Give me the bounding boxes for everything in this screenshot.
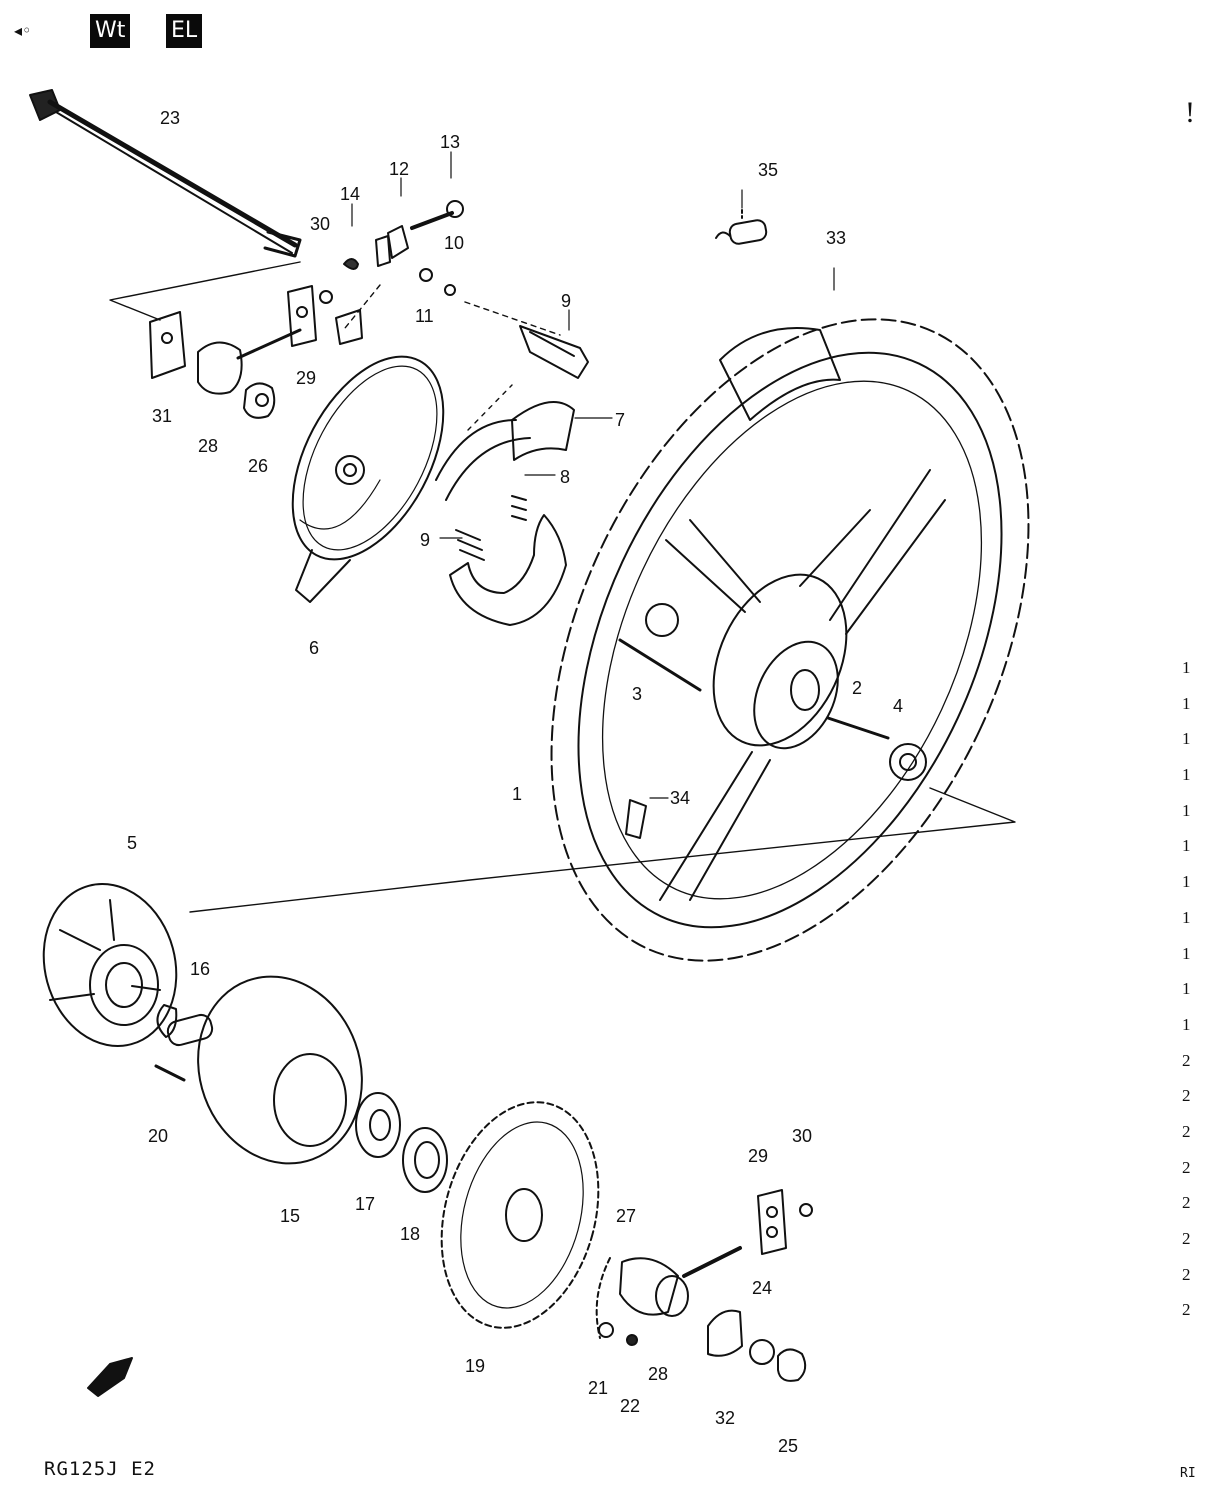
header-mark: ◂◦ <box>14 21 32 40</box>
valve-drawing <box>715 209 768 245</box>
callout-29b: 29 <box>748 1146 768 1166</box>
header-el-box: EL <box>166 14 203 48</box>
callout-1: 1 <box>512 784 522 804</box>
callout-19: 19 <box>465 1356 485 1376</box>
callout-23: 23 <box>160 108 180 128</box>
margin-qty: 2 <box>1182 1050 1191 1070</box>
margin-qty: 2 <box>1182 1300 1191 1320</box>
callout-8: 8 <box>560 467 570 487</box>
brake-panel-drawing <box>291 355 445 603</box>
margin-qty: 1 <box>1182 943 1191 963</box>
margin-qty: 1 <box>1182 907 1191 927</box>
callout-17: 17 <box>355 1194 375 1214</box>
callout-24: 24 <box>752 1278 772 1298</box>
callout-leaders <box>351 151 835 799</box>
callout-15: 15 <box>280 1206 300 1226</box>
margin-qty: 1 <box>1182 765 1191 785</box>
callout-21: 21 <box>588 1378 608 1398</box>
callout-28b: 28 <box>648 1364 668 1384</box>
margin-qty: 1 <box>1182 836 1191 856</box>
callout-35: 35 <box>758 160 778 180</box>
margin-qty: 2 <box>1182 1086 1191 1106</box>
callout-34: 34 <box>670 788 690 808</box>
callout-9b: 9 <box>420 530 430 550</box>
callout-14: 14 <box>340 184 360 204</box>
callout-4: 4 <box>893 696 903 716</box>
rear-axle-drawing <box>29 89 302 258</box>
callout-3: 3 <box>632 684 642 704</box>
callout-26: 26 <box>248 456 268 476</box>
margin-qty: 2 <box>1182 1264 1191 1284</box>
callout-labels: 23 13 12 14 30 10 11 9 35 33 31 29 28 26… <box>127 108 903 1456</box>
hub-damper-drawing <box>42 883 178 1047</box>
callout-7: 7 <box>615 410 625 430</box>
model-code: RG125J E2 <box>44 1458 156 1480</box>
callout-2: 2 <box>852 678 862 698</box>
callout-31: 31 <box>152 406 172 426</box>
callout-18: 18 <box>400 1224 420 1244</box>
callout-12: 12 <box>389 159 409 179</box>
sprocket-drawing <box>440 1101 600 1329</box>
callout-27: 27 <box>616 1206 636 1226</box>
margin-note: ! <box>1185 96 1195 129</box>
callout-25: 25 <box>778 1436 798 1456</box>
front-direction-arrow-icon <box>87 1357 133 1397</box>
margin-qty: 1 <box>1182 693 1191 713</box>
margin-qty: 1 <box>1182 1014 1191 1034</box>
callout-22: 22 <box>620 1396 640 1416</box>
header-wt-box: Wt <box>90 14 131 48</box>
margin-qty: 2 <box>1182 1121 1191 1141</box>
callout-32: 32 <box>715 1408 735 1428</box>
callout-5: 5 <box>127 833 137 853</box>
callout-28: 28 <box>198 436 218 456</box>
callout-9: 9 <box>561 291 571 311</box>
margin-qty: 1 <box>1182 729 1191 749</box>
bearing-and-seal-drawing <box>355 1092 448 1193</box>
brake-shoes-drawing <box>435 401 575 626</box>
callout-29: 29 <box>296 368 316 388</box>
margin-quantity-column: 1 1 1 1 1 1 1 1 1 1 1 2 2 2 2 2 2 2 2 <box>1182 650 1206 1328</box>
callout-11: 11 <box>415 306 434 326</box>
sprocket-drum-drawing <box>154 975 363 1165</box>
callout-20: 20 <box>148 1126 168 1146</box>
callout-30: 30 <box>310 214 330 234</box>
chain-adjuster-left-drawing <box>149 200 464 419</box>
margin-qty: 1 <box>1182 872 1191 892</box>
margin-qty: 2 <box>1182 1229 1191 1248</box>
margin-qty: 1 <box>1182 658 1191 677</box>
rear-wheel-drawing <box>550 318 1030 962</box>
explode-guide-lines <box>109 261 1016 913</box>
margin-qty: 1 <box>1182 979 1191 999</box>
callout-6: 6 <box>309 638 319 658</box>
margin-qty: 2 <box>1182 1193 1191 1213</box>
callout-16: 16 <box>190 959 210 979</box>
callout-13: 13 <box>440 132 460 152</box>
page-reference: RI <box>1180 1466 1196 1481</box>
callout-10: 10 <box>444 233 464 253</box>
callout-33: 33 <box>826 228 846 248</box>
callout-30b: 30 <box>792 1126 812 1146</box>
margin-qty: 1 <box>1182 800 1191 820</box>
brake-cam-drawing <box>519 325 589 379</box>
chain-adjuster-right-drawing <box>595 1189 813 1382</box>
margin-qty: 2 <box>1182 1157 1191 1177</box>
